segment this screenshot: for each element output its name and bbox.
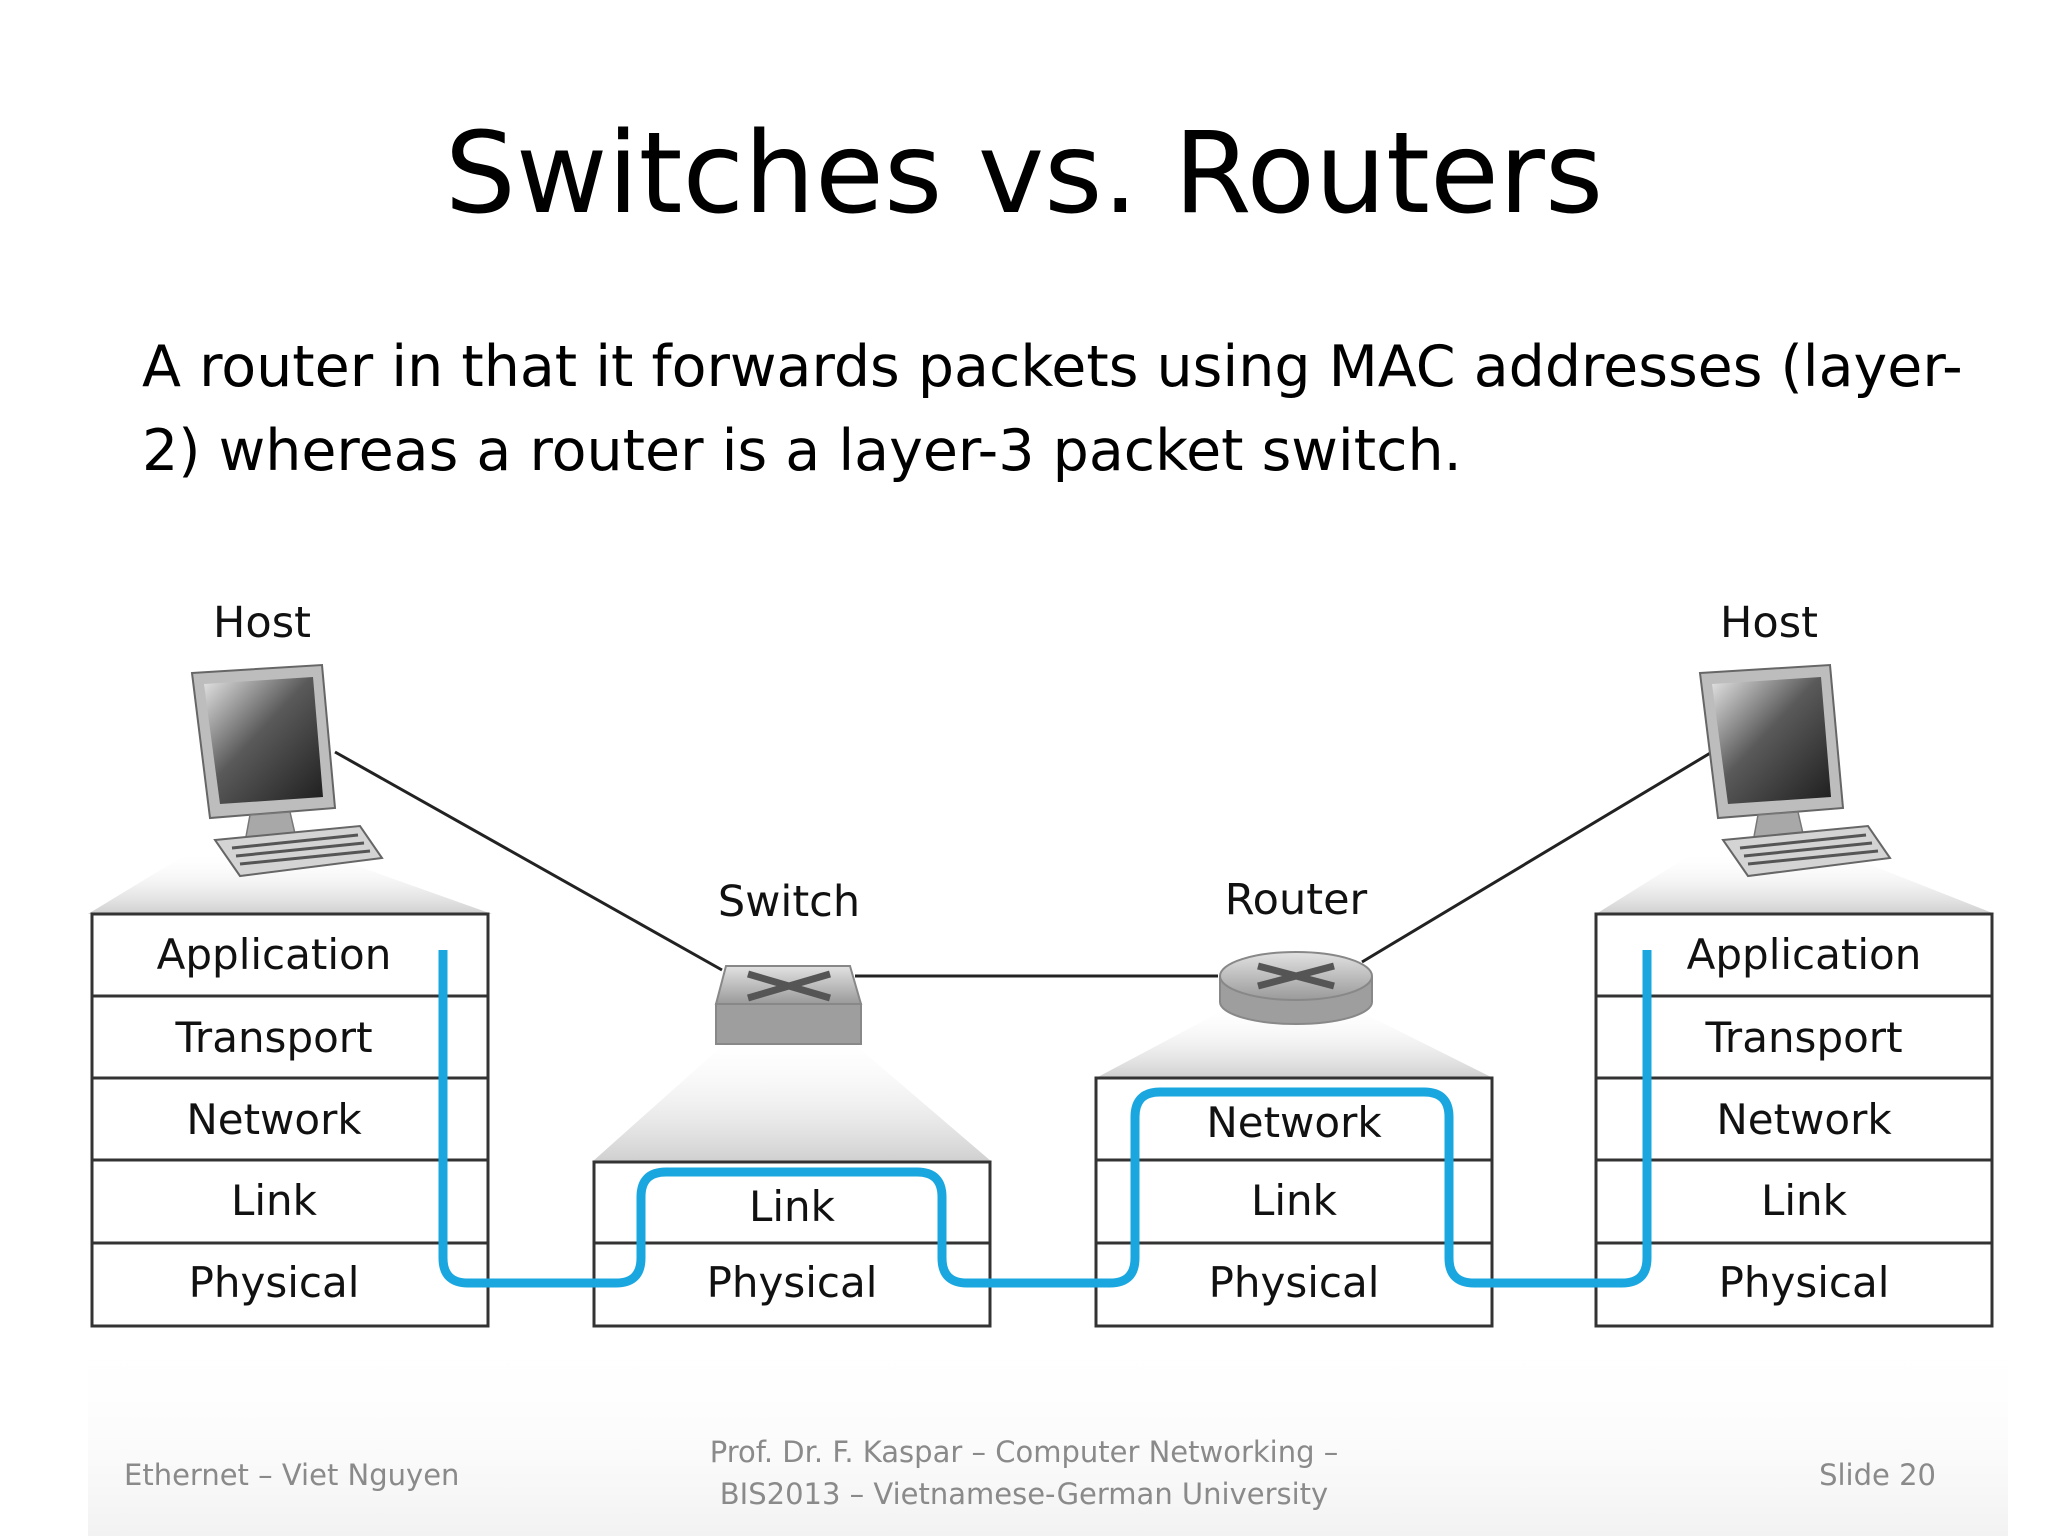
right-host-computer-icon [1698,663,1892,878]
floor-shade [88,1330,2008,1536]
switch-cone [592,1030,992,1162]
router-icon [1219,951,1373,1025]
body-line-2: 2) whereas a router is a layer-3 packet … [142,418,1462,484]
right-layer-application: Application [1687,930,1922,979]
slide-number: Slide 20 [1819,1458,1936,1492]
footer-center: Prof. Dr. F. Kaspar – Computer Networkin… [624,1431,1424,1515]
footer-center-line-2: BIS2013 – Vietnamese-German University [719,1477,1329,1511]
footer-center-line-1: Prof. Dr. F. Kaspar – Computer Networkin… [709,1435,1339,1469]
data-path-line [438,950,1652,1288]
router-stack: Network Link Physical [1094,1076,1494,1328]
switch-layer-physical: Physical [707,1258,878,1307]
footer-left: Ethernet – Viet Nguyen [124,1458,460,1492]
router-layer-link: Link [1251,1176,1338,1225]
router-layer-network: Network [1206,1098,1382,1147]
left-layer-application: Application [157,930,392,979]
left-host-label: Host [213,598,311,648]
cable-host-switch [334,750,723,972]
right-layer-transport: Transport [1704,1013,1902,1062]
body-line-1: A router in that it forwards packets usi… [142,334,1963,400]
right-host-cone [1596,852,1995,914]
left-layer-link: Link [231,1176,318,1225]
right-layer-physical: Physical [1719,1258,1890,1307]
left-layer-network: Network [186,1095,362,1144]
router-cone [1096,1004,1493,1078]
switch-layer-link: Link [749,1182,836,1231]
left-layer-physical: Physical [189,1258,360,1307]
switch-label: Switch [718,877,860,927]
right-host-label: Host [1720,598,1818,648]
right-layer-link: Link [1761,1176,1848,1225]
left-host-cone [88,852,492,914]
switch-icon [714,965,863,1045]
right-layer-network: Network [1716,1095,1892,1144]
switch-stack: Link Physical [592,1160,992,1328]
left-host-stack: Application Transport Network Link Physi… [90,912,490,1328]
right-host-stack: Application Transport Network Link Physi… [1594,912,1994,1328]
left-layer-transport: Transport [174,1013,372,1062]
slide-body: A router in that it forwards packets usi… [142,325,1963,493]
router-label: Router [1225,875,1368,925]
slide-title: Switches vs. Routers [444,109,1604,239]
left-host-computer-icon [190,663,384,878]
router-layer-physical: Physical [1209,1258,1380,1307]
cable-router-host [1361,750,1713,964]
